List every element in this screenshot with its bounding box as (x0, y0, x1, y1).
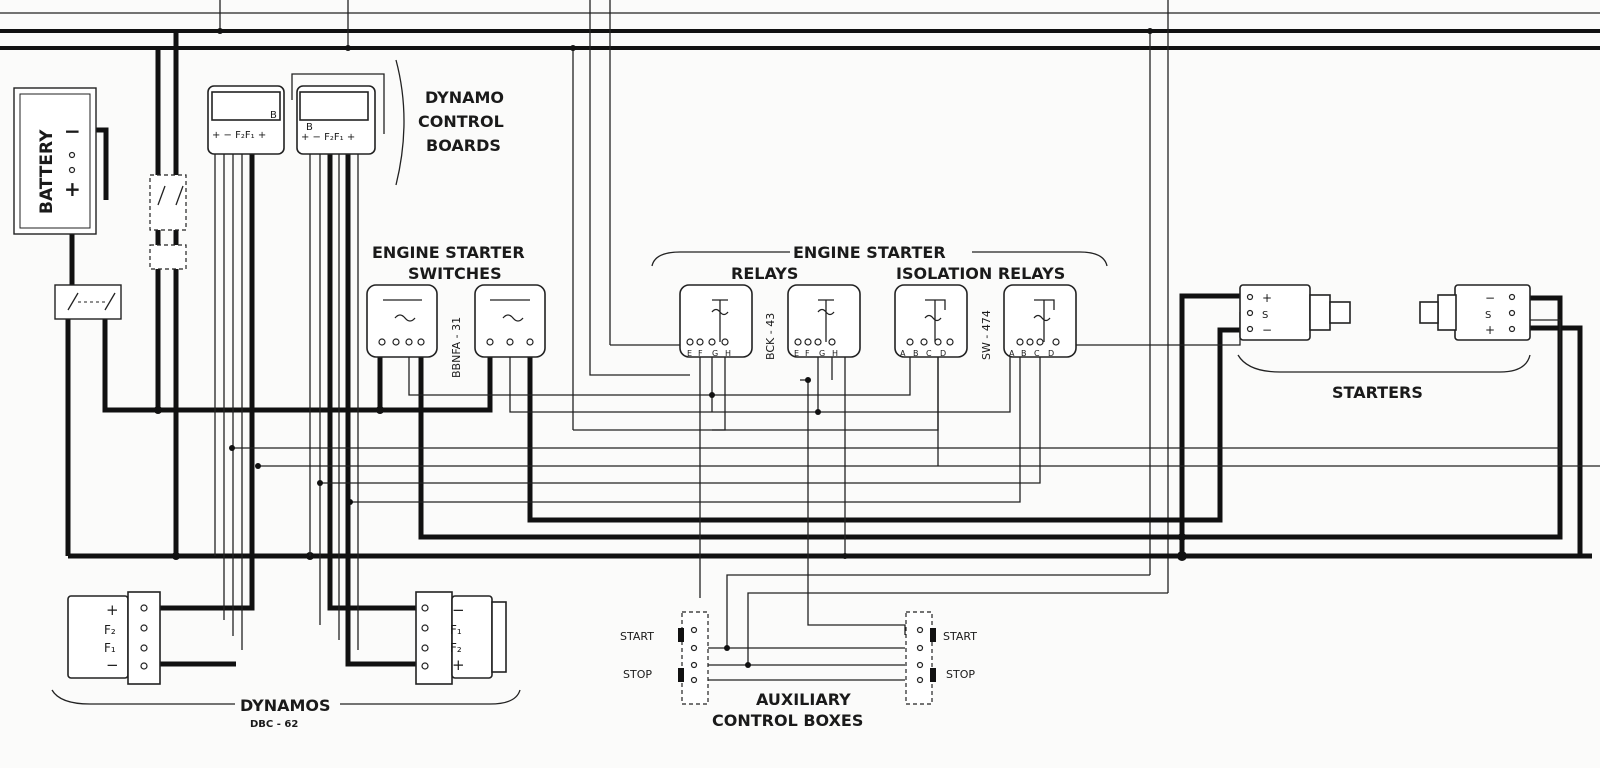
engine-starter-switches-label-2: SWITCHES (408, 264, 502, 283)
main-wiring (65, 31, 1592, 667)
dynamo-right-f2: F₂ (450, 641, 462, 655)
isolation-model: SW - 474 (980, 310, 993, 360)
iso-1-a: A (900, 349, 906, 358)
aux-right-start: START (943, 630, 977, 643)
relay-1-f: F (698, 349, 703, 358)
iso-1-b: B (913, 349, 919, 358)
dynamo-control-label-1: DYNAMO (425, 88, 504, 107)
starter-left: + S − (1239, 284, 1351, 341)
top-bus (0, 0, 1600, 593)
battery-minus: − (64, 119, 81, 143)
main-switch (54, 284, 122, 320)
switch-model: BBNFA - 31 (450, 317, 463, 378)
aux-control-box-right: START STOP (905, 611, 977, 705)
dynamo-right-plus: + (452, 656, 465, 674)
iso-2-a: A (1009, 349, 1015, 358)
dynamo-left: + F₂ F₁ − (67, 591, 161, 685)
iso-2-d: D (1048, 349, 1054, 358)
relay-1-g: G (712, 349, 718, 358)
relay-2-h: H (832, 349, 838, 358)
isolation-relay-1: A B C D (894, 284, 968, 358)
relays-bracket-left (651, 251, 790, 267)
dynamo-right-f1: F₁ (450, 623, 462, 637)
starters-label: STARTERS (1332, 383, 1423, 402)
aux-label-2: CONTROL BOXES (712, 711, 863, 730)
dynamo-model: DBC - 62 (250, 719, 298, 730)
dynamos-bracket-left (51, 689, 235, 705)
board-2-terms: + − F₂F₁ + (301, 132, 355, 143)
relay-1-e: E (687, 349, 692, 358)
aux-left-start: START (620, 630, 654, 643)
dynamo-right: − F₁ F₂ + (415, 591, 507, 685)
starters-bracket (1237, 354, 1531, 373)
dynamos-bracket-right (340, 689, 521, 705)
relay-1-h: H (725, 349, 731, 358)
dynamo-right-minus: − (452, 601, 465, 619)
board-1-b: B (270, 110, 277, 121)
iso-1-d: D (940, 349, 946, 358)
dynamo-control-board-1: B + − F₂F₁ + (207, 85, 285, 155)
relay-2-f: F (805, 349, 810, 358)
relay-1: E F G H (679, 284, 753, 358)
dynamo-control-label-3: BOARDS (426, 136, 501, 155)
battery: BATTERY − + (13, 87, 97, 235)
dynamo-control-boards-label: DYNAMO CONTROL BOARDS (418, 88, 504, 155)
relays-label: RELAYS (731, 264, 798, 283)
engine-starter-relays-header: ENGINE STARTER (793, 243, 946, 262)
iso-2-b: B (1021, 349, 1027, 358)
relay-2-g: G (819, 349, 825, 358)
starter-left-s: S (1262, 310, 1268, 321)
starter-right-plus: + (1485, 323, 1495, 337)
starter-left-plus: + (1262, 291, 1272, 305)
battery-label: BATTERY (37, 129, 57, 214)
dynamo-left-plus: + (106, 601, 119, 619)
dynamo-left-f2: F₂ (104, 623, 116, 637)
starter-right-s: S (1485, 310, 1491, 321)
signal-wiring (214, 48, 1600, 681)
dynamos-label: DYNAMOS (240, 696, 331, 715)
engine-starter-switch-1 (366, 284, 438, 358)
isolation-relay-2: A B C D (1003, 284, 1077, 358)
relay-2-e: E (794, 349, 799, 358)
battery-plus: + (64, 177, 81, 201)
board-1-terms: + − F₂F₁ + (212, 130, 266, 141)
fuse-switch (149, 174, 187, 270)
aux-left-stop: STOP (623, 668, 652, 681)
relay-model: BCK - 43 (764, 313, 777, 360)
starter-right: − S + (1419, 284, 1531, 341)
board-2-b: B (306, 122, 313, 133)
dynamo-control-board-2: B + − F₂F₁ + (291, 73, 385, 155)
engine-starter-switches-label-1: ENGINE STARTER (372, 243, 525, 262)
starter-left-minus: − (1262, 323, 1272, 337)
engine-starter-switches-label: ENGINE STARTER SWITCHES (372, 243, 525, 283)
dynamo-left-minus: − (106, 656, 119, 674)
engine-starter-switch-2 (474, 284, 546, 358)
dynamo-control-label-2: CONTROL (418, 112, 504, 131)
starter-right-minus: − (1485, 291, 1495, 305)
aux-right-stop: STOP (946, 668, 975, 681)
boards-bracket (395, 59, 405, 186)
aux-control-box-left: START STOP (620, 611, 709, 705)
relay-2: E F G H (787, 284, 861, 358)
iso-2-c: C (1034, 349, 1040, 358)
aux-label-1: AUXILIARY (756, 690, 851, 709)
iso-1-c: C (926, 349, 932, 358)
dynamo-left-f1: F₁ (104, 641, 116, 655)
isolation-relays-label: ISOLATION RELAYS (896, 264, 1065, 283)
relays-bracket-right (972, 251, 1108, 267)
